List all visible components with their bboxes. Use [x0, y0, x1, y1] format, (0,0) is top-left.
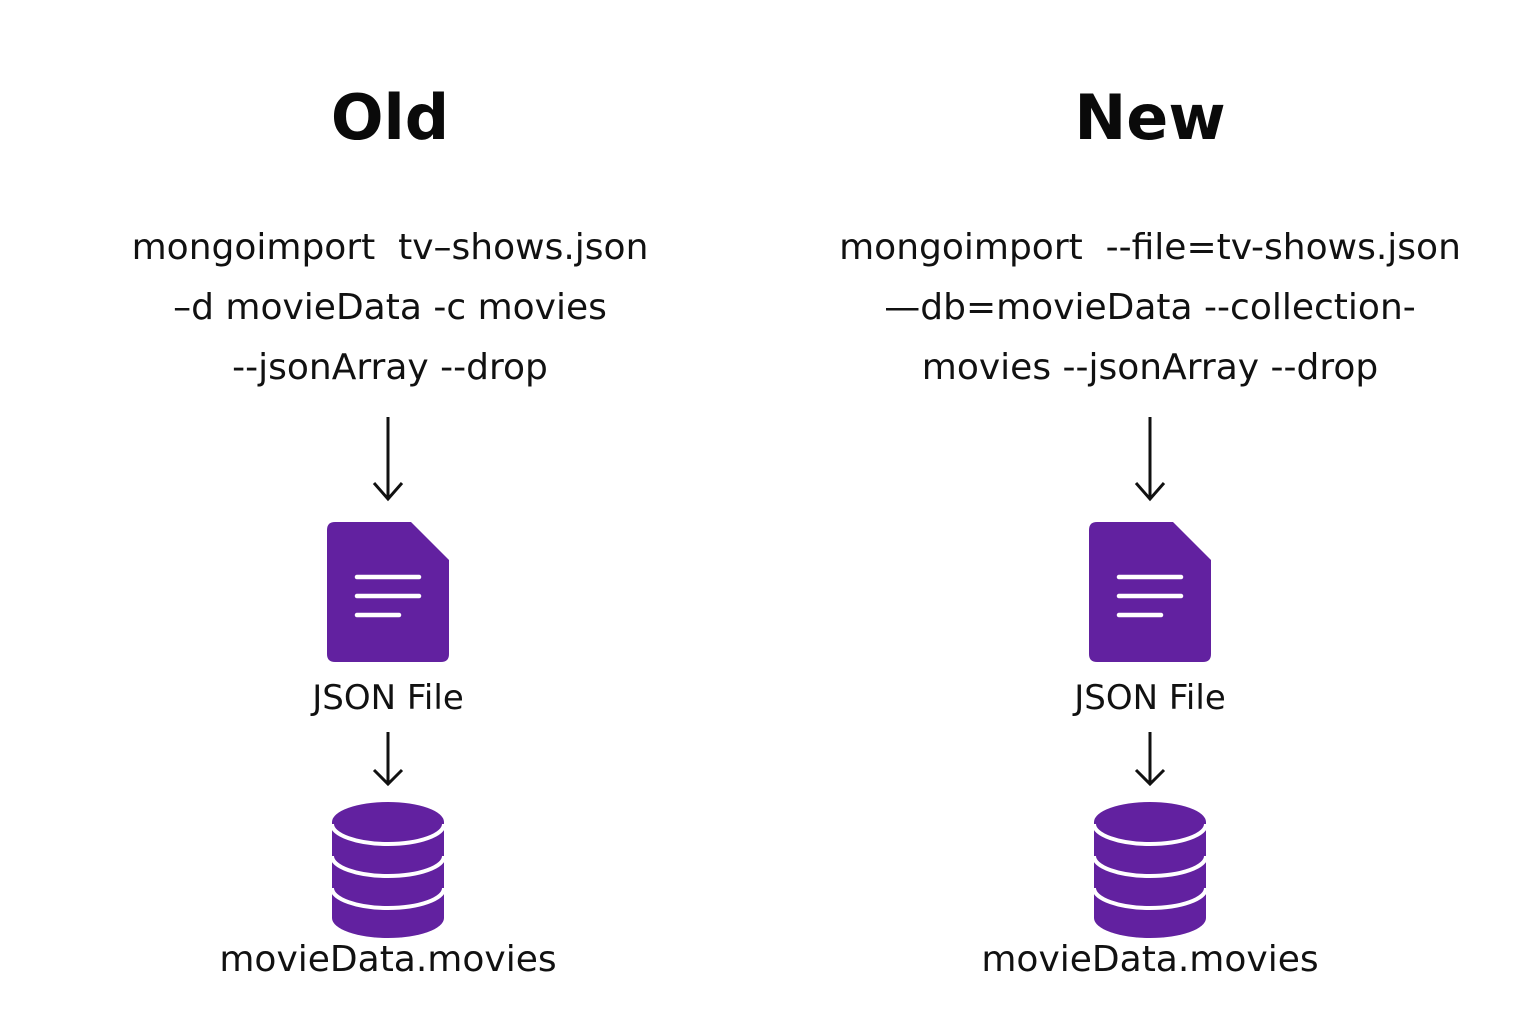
new-file-label: JSON File: [1074, 678, 1226, 718]
new-command-line-3: movies --jsonArray --drop: [921, 347, 1379, 388]
old-command-line-1: mongoimport tv–shows.json: [131, 227, 649, 268]
down-arrow-icon: [1134, 417, 1166, 502]
down-arrow-icon: [1134, 732, 1166, 787]
old-command: mongoimport tv–shows.json –d movieData -…: [40, 218, 740, 398]
document-icon: [1089, 522, 1211, 662]
database-icon: [1092, 802, 1208, 938]
new-db-label: movieData.movies: [981, 939, 1319, 980]
new-column: New mongoimport --file=tv-shows.json —db…: [790, 0, 1510, 1024]
down-arrow-icon: [372, 732, 404, 787]
old-file-label: JSON File: [312, 678, 464, 718]
old-heading: Old: [330, 81, 450, 154]
new-command: mongoimport --file=tv-shows.json —db=mov…: [790, 218, 1510, 398]
down-arrow-icon: [372, 417, 404, 502]
new-command-line-1: mongoimport --file=tv-shows.json: [839, 227, 1461, 268]
new-command-line-2: —db=movieData --collection-: [884, 287, 1416, 328]
new-heading: New: [1074, 81, 1226, 154]
database-icon: [330, 802, 446, 938]
old-command-line-3: --jsonArray --drop: [232, 347, 548, 388]
document-icon: [327, 522, 449, 662]
old-db-label: movieData.movies: [219, 939, 557, 980]
old-command-line-2: –d movieData -c movies: [173, 287, 607, 328]
old-column: Old mongoimport tv–shows.json –d movieDa…: [40, 0, 740, 1024]
